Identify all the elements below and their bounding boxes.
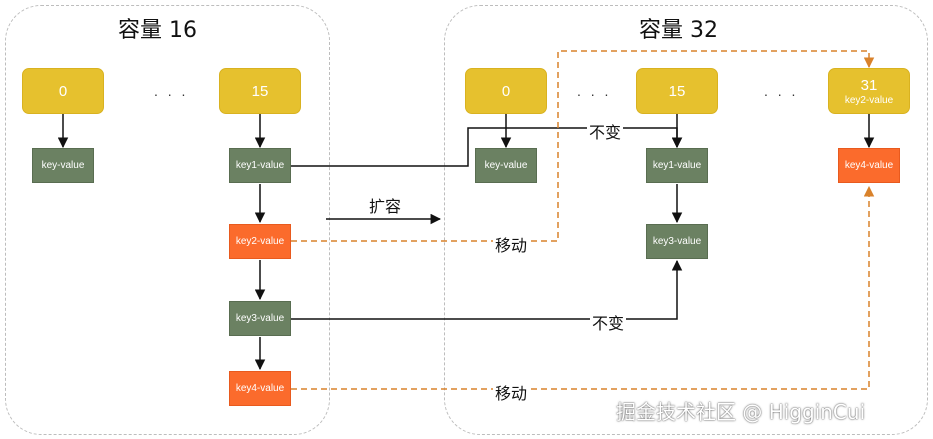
right-ellipsis-2: . . . bbox=[764, 83, 799, 99]
left-bucket-0: 0 bbox=[22, 68, 104, 114]
watermark: 掘金技术社区 @ HigginCui bbox=[616, 400, 866, 424]
key2-moved-label: 移动 bbox=[493, 232, 530, 256]
capacity-32-container bbox=[444, 5, 928, 435]
right-node-key4: key4-value bbox=[838, 148, 900, 183]
right-node-key1: key1-value bbox=[646, 148, 708, 183]
key3-unchanged-line bbox=[291, 259, 683, 320]
right-bucket-15-label: 15 bbox=[668, 82, 686, 100]
capacity-32-title: 容量 32 bbox=[639, 18, 718, 43]
left-bucket-15-label: 15 bbox=[251, 82, 269, 100]
key4-moved-line bbox=[291, 185, 875, 390]
right-bucket-15: 15 bbox=[636, 68, 718, 114]
key2-moved-line bbox=[291, 50, 875, 242]
right-node-key-value: key-value bbox=[475, 148, 537, 183]
left-node-key-value: key-value bbox=[32, 148, 94, 183]
left-bucket-15: 15 bbox=[219, 68, 301, 114]
right-bucket-31-label: 31 bbox=[860, 76, 878, 94]
capacity-16-container bbox=[5, 5, 330, 435]
right-bucket-0: 0 bbox=[465, 68, 547, 114]
capacity-16-title: 容量 16 bbox=[118, 18, 197, 43]
left-node-key2: key2-value bbox=[229, 224, 291, 259]
right-bucket-31: 31 key2-value bbox=[828, 68, 910, 114]
left-bucket-0-label: 0 bbox=[58, 82, 68, 100]
right-bucket-31-sub: key2-value bbox=[844, 94, 894, 106]
left-node-key4: key4-value bbox=[229, 371, 291, 406]
left-ellipsis: . . . bbox=[154, 83, 189, 99]
left-node-key3: key3-value bbox=[229, 301, 291, 336]
key3-unchanged-label: 不变 bbox=[590, 310, 627, 334]
left-node-key1: key1-value bbox=[229, 148, 291, 183]
expand-label: 扩容 bbox=[369, 197, 402, 216]
right-ellipsis-1: . . . bbox=[577, 83, 612, 99]
key4-moved-label: 移动 bbox=[493, 380, 530, 404]
right-bucket-0-label: 0 bbox=[501, 82, 511, 100]
key1-unchanged-label: 不变 bbox=[587, 119, 624, 143]
right-node-key3: key3-value bbox=[646, 224, 708, 259]
